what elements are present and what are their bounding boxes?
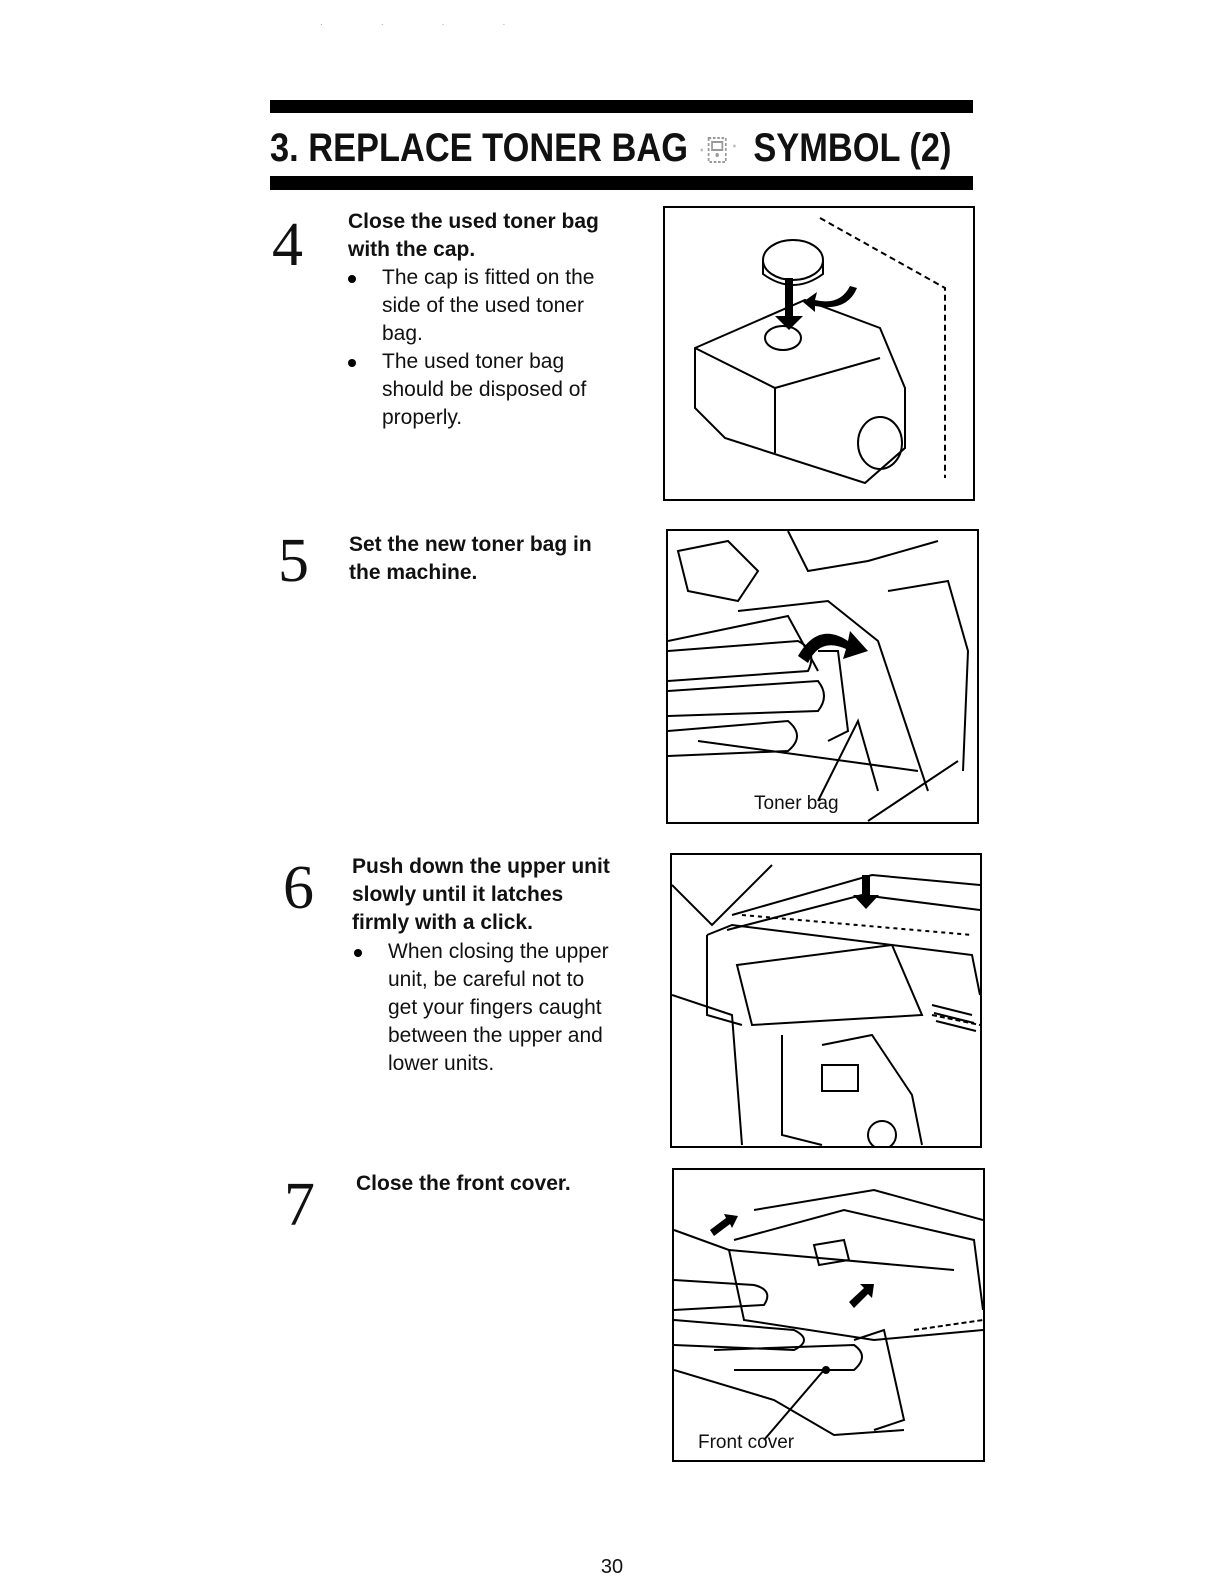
- step-4-heading-line: with the cap.: [348, 238, 476, 261]
- step-4-illustration: [663, 206, 975, 501]
- step-7-heading: Close the front cover.: [356, 1170, 571, 1198]
- upper-unit-push-illustration: [672, 864, 980, 1146]
- step-6-heading-line: Push down the upper unit: [352, 855, 610, 878]
- toner-bag-symbol-icon: [695, 132, 743, 168]
- bullet-line: side of the used toner: [382, 294, 584, 317]
- step-7-number: 7: [284, 1171, 315, 1239]
- page-title: 3. REPLACE TONER BAG SYMBOL (2): [270, 126, 951, 171]
- bullet-line: properly.: [382, 406, 463, 429]
- bullet-item: The cap is fitted on the side of the use…: [344, 264, 594, 348]
- front-cover-close-illustration: [674, 1188, 983, 1441]
- title-right: SYMBOL (2): [753, 126, 952, 170]
- bullet-line: between the upper and: [388, 1024, 603, 1047]
- front-cover-label: Front cover: [698, 1432, 795, 1453]
- step-7-heading-line: Close the front cover.: [356, 1172, 571, 1195]
- scan-speckle: · · · ·: [320, 20, 534, 29]
- bullet-item: When closing the upper unit, be careful …: [350, 938, 609, 1078]
- title-left: 3. REPLACE TONER BAG: [270, 126, 688, 170]
- step-4-heading-line: Close the used toner bag: [348, 210, 599, 233]
- header-rule-bottom: [270, 176, 973, 190]
- bullet-line: get your fingers caught: [388, 996, 602, 1019]
- step-4-bullets: The cap is fitted on the side of the use…: [344, 264, 594, 432]
- bullet-line: The used toner bag: [382, 350, 565, 373]
- toner-bag-label: Toner bag: [754, 793, 839, 814]
- step-6-number: 6: [283, 854, 314, 922]
- header-rule-top: [270, 100, 973, 113]
- bullet-line: When closing the upper: [388, 940, 609, 963]
- step-6-bullets: When closing the upper unit, be careful …: [350, 938, 609, 1078]
- step-5-heading-line: Set the new toner bag in: [349, 533, 592, 556]
- step-5-number: 5: [278, 527, 309, 595]
- bullet-line: The cap is fitted on the: [382, 266, 595, 289]
- step-5-illustration: Toner bag: [666, 529, 979, 824]
- step-6-illustration: [670, 853, 982, 1148]
- step-6-heading-line: slowly until it latches: [352, 883, 564, 906]
- bullet-line: bag.: [382, 322, 423, 345]
- step-4-heading: Close the used toner bag with the cap.: [348, 208, 599, 264]
- step-6-heading: Push down the upper unit slowly until it…: [352, 853, 610, 937]
- step-5-heading-line: the machine.: [349, 561, 478, 584]
- step-5-heading: Set the new toner bag in the machine.: [349, 531, 592, 587]
- step-7-illustration: Front cover: [672, 1168, 985, 1462]
- page-number: 30: [600, 1556, 624, 1578]
- bullet-item: The used toner bag should be disposed of…: [344, 348, 594, 432]
- step-6-heading-line: firmly with a click.: [352, 911, 533, 934]
- toner-bag-cap-illustration: [694, 217, 946, 485]
- toner-bag-install-illustration: [668, 531, 970, 822]
- bullet-line: should be disposed of: [382, 378, 587, 401]
- step-4-number: 4: [272, 211, 303, 279]
- bullet-line: lower units.: [388, 1052, 495, 1075]
- bullet-line: unit, be careful not to: [388, 968, 585, 991]
